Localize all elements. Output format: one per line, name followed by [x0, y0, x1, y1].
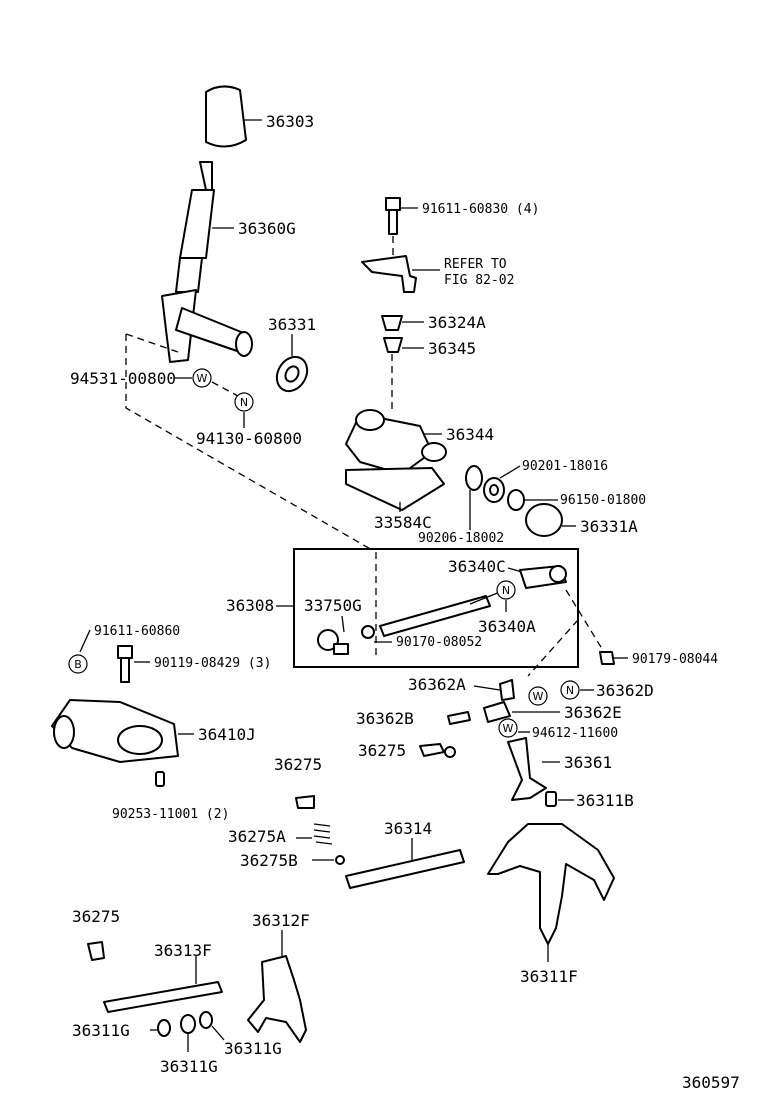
- label-90170-08052: 90170-08052: [396, 635, 482, 650]
- label-91611-60830: 91611-60830 (4): [422, 202, 539, 217]
- label-90253-11001: 90253-11001 (2): [112, 807, 229, 822]
- svg-text:W: W: [197, 372, 208, 385]
- label-94130-60800: 94130-60800: [196, 429, 302, 448]
- label-90179-08044: 90179-08044: [632, 652, 718, 667]
- marker-w-washer-1: W: [192, 368, 212, 388]
- svg-text:W: W: [503, 722, 514, 735]
- label-36345: 36345: [428, 339, 476, 358]
- nut-90170-drawing: [361, 625, 392, 643]
- label-33750G: 33750G: [304, 596, 362, 615]
- label-36362E: 36362E: [564, 703, 622, 722]
- marker-n-nut-3: N: [560, 680, 580, 700]
- fork-36312F-drawing: [247, 930, 307, 1043]
- snap-ring-drawing: [465, 465, 483, 530]
- assembly-box-36308: [293, 548, 579, 668]
- marker-w-washer-2: W: [528, 686, 548, 706]
- label-36275-a: 36275: [358, 741, 406, 760]
- label-36361: 36361: [564, 753, 612, 772]
- seal-96150-drawing: [507, 489, 558, 511]
- fork-36311F-drawing: [487, 823, 615, 962]
- label-refer-to: REFER TO: [444, 257, 507, 272]
- label-94612-11600: 94612-11600: [532, 726, 618, 741]
- washer-90201-drawing: [483, 465, 521, 503]
- label-fig-82-02: FIG 82-02: [444, 273, 514, 288]
- ring-36311G-1-drawing: [150, 1019, 171, 1037]
- label-36275-b: 36275: [274, 755, 322, 774]
- inner-lever-36361-drawing: [507, 737, 560, 801]
- plug-36275-a-drawing: [419, 743, 456, 758]
- label-36314: 36314: [384, 819, 432, 838]
- label-90201-18016: 90201-18016: [522, 459, 608, 474]
- svg-text:N: N: [240, 396, 248, 409]
- label-36362D: 36362D: [596, 681, 654, 700]
- label-90119-08429: 90119-08429 (3): [154, 656, 271, 671]
- rod-36340A-drawing: [379, 591, 501, 637]
- svg-text:N: N: [502, 584, 510, 597]
- svg-text:N: N: [566, 684, 574, 697]
- label-90206-18002: 90206-18002: [418, 531, 504, 546]
- label-36362B: 36362B: [356, 709, 414, 728]
- spring-36275A-drawing: [296, 823, 333, 845]
- label-36340A: 36340A: [478, 617, 536, 636]
- bushing-36324A-drawing: [381, 315, 424, 331]
- label-36360G: 36360G: [238, 219, 296, 238]
- marker-b-bolt: B: [68, 654, 88, 674]
- label-36311G-a: 36311G: [72, 1021, 130, 1040]
- pin-36362B-drawing: [447, 711, 471, 725]
- label-33584C: 33584C: [374, 513, 432, 532]
- bushing-36345-drawing: [383, 337, 424, 353]
- label-36308: 36308: [226, 596, 274, 615]
- figure-number: 360597: [682, 1073, 740, 1092]
- marker-n-nut-2: N: [496, 580, 516, 600]
- label-36331: 36331: [268, 315, 316, 334]
- shoe-36311B-drawing: [545, 791, 574, 807]
- label-36313F: 36313F: [154, 941, 212, 960]
- plug-36275-b-drawing: [295, 795, 315, 809]
- nut-90179-drawing: [599, 651, 628, 665]
- marker-w-washer-3: W: [498, 718, 518, 738]
- end-36340C-drawing: [519, 565, 567, 589]
- ring-36311G-2-drawing: [180, 1014, 196, 1052]
- boot-36331A-drawing: [525, 503, 576, 537]
- label-36344: 36344: [446, 425, 494, 444]
- label-36275A: 36275A: [228, 827, 286, 846]
- ring-36311G-3-drawing: [199, 1011, 225, 1041]
- label-36331A: 36331A: [580, 517, 638, 536]
- label-36311F: 36311F: [520, 967, 578, 986]
- label-36311G-b: 36311G: [224, 1039, 282, 1058]
- label-36340C: 36340C: [448, 557, 506, 576]
- oil-seal-drawing: [275, 334, 309, 393]
- shift-knob-drawing: [205, 85, 262, 148]
- end-33750G-drawing: [317, 629, 349, 655]
- bracket-drawing: [361, 255, 440, 293]
- bolt-90119-drawing: [117, 645, 150, 683]
- label-36410J: 36410J: [198, 725, 256, 744]
- label-96150-01800: 96150-01800: [560, 493, 646, 508]
- shift-housing-drawing: [345, 409, 447, 511]
- label-36362A: 36362A: [408, 675, 466, 694]
- shaft-36314-drawing: [345, 838, 465, 889]
- label-36275B: 36275B: [240, 851, 298, 870]
- label-94531-00800: 94531-00800: [70, 369, 176, 388]
- lock-36362A-drawing: [499, 679, 515, 701]
- bolt-91611-60830-drawing: [385, 197, 418, 235]
- label-36311G-c: 36311G: [160, 1057, 218, 1076]
- ball-36275B-drawing: [335, 855, 345, 865]
- label-36311B: 36311B: [576, 791, 634, 810]
- label-91611-60860: 91611-60860: [94, 624, 180, 639]
- label-36275-c: 36275: [72, 907, 120, 926]
- label-36324A: 36324A: [428, 313, 486, 332]
- shift-lever-drawing: [161, 161, 253, 363]
- svg-text:B: B: [74, 658, 82, 671]
- shaft-36313F-drawing: [103, 956, 223, 1013]
- marker-n-nut-1: N: [234, 392, 254, 412]
- label-36303: 36303: [266, 112, 314, 131]
- extension-housing-drawing: [51, 699, 194, 763]
- label-36312F: 36312F: [252, 911, 310, 930]
- plug-36275-c-drawing: [87, 941, 105, 961]
- pin-90253-drawing: [155, 771, 165, 787]
- svg-text:W: W: [533, 690, 544, 703]
- head-36362E-drawing: [483, 701, 560, 723]
